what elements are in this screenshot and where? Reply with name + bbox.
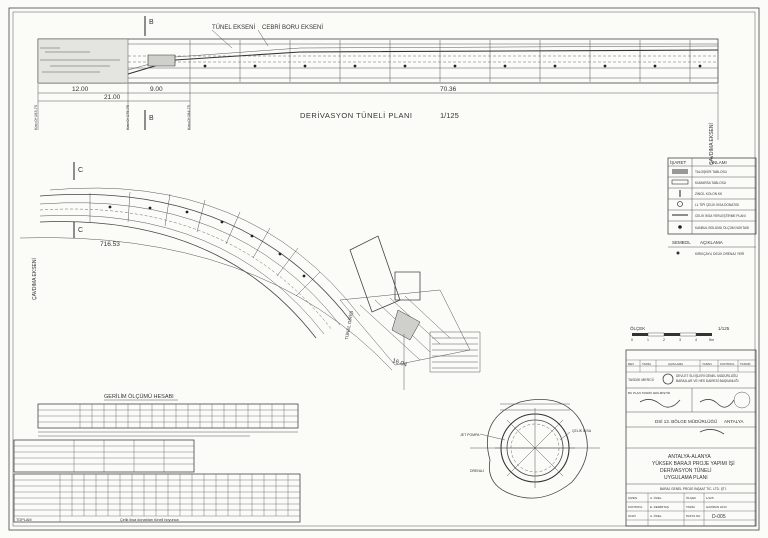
dim-21: 21.00 xyxy=(104,94,121,101)
dim-70: 70.36 xyxy=(440,86,457,93)
dim-curve: 716.53 xyxy=(100,241,120,248)
owner-label: TASDİK MERCİİ xyxy=(628,377,654,382)
legend-col-symbol2: SEMBOL xyxy=(672,240,691,245)
region-label: DSİ 13. BÖLGE MÜDÜRLÜĞÜ xyxy=(655,418,717,424)
dim-end: 16.04 xyxy=(391,358,408,369)
scale-tick-5: 5m xyxy=(709,338,714,342)
project-line-4: UYGULAMA PLANI xyxy=(664,475,708,481)
tb-scale-value: 1/125 xyxy=(706,496,714,500)
legend-col-symbol: İŞARET xyxy=(670,159,687,165)
tb-scale-label: ÖLÇEK xyxy=(686,496,696,500)
legend-row-3: ZİNCİL KOLON KK xyxy=(695,191,723,196)
section-b-top: B xyxy=(149,19,154,26)
tb-sheet-no: D-005 xyxy=(712,514,726,520)
checked-label: KONTROL xyxy=(628,505,643,509)
legend-row-6: KANBUL BÖLÜMÜ ÖLÇÜM NOKTASI xyxy=(695,226,749,230)
drawn-label: ÇİZEN xyxy=(628,495,637,500)
outer-frame xyxy=(8,7,760,531)
penstock-axis-label: CEBRİ BORU EKSENİ xyxy=(262,24,323,31)
rev-col-1: TARİH xyxy=(642,361,651,366)
approved-label: ONAY xyxy=(628,514,636,518)
tb-sheet-label: PAFTA NO xyxy=(686,514,701,518)
plan-title: DERİVASYON TÜNELİ PLANI xyxy=(300,111,413,120)
project-line-1: ANTALYA-ALANYA xyxy=(668,454,711,460)
legend-col-description: AÇIKLAMA xyxy=(700,240,723,245)
dsi-logo xyxy=(662,373,674,385)
legend-row2: KIRIKÇAYLI DELİK DRENAJ YERİ xyxy=(695,251,744,256)
rev-col-3: YAPAN xyxy=(702,362,712,366)
inner-frame xyxy=(12,11,756,527)
dim-9: 9.00 xyxy=(150,86,163,93)
legend-col-meaning: ANLAMI xyxy=(710,160,727,165)
tunnel-axis-label: TÜNEL EKSENİ xyxy=(212,24,255,31)
legend-row-2: KUMARSA TABLOSU xyxy=(695,181,727,185)
stress-table-title: GERİLİM ÖLÇÜMÜ HESABI xyxy=(104,393,174,400)
tb-date-value: HAZİRAN 2013 xyxy=(706,504,727,509)
section-c-top: C xyxy=(78,167,83,174)
tunnel-mouth-label: TÜNEL GİRİŞİ xyxy=(343,310,354,340)
tunnel-plan-top: TÜNEL EKSENİ CEBRİ BORU EKSENİ B B Km=0+… xyxy=(33,16,719,165)
notes-footer-right: Çelik iksa donatıları tüneli boyunca xyxy=(120,518,180,522)
river-axis-left: ÇAVDIMA EKSENİ xyxy=(31,258,38,300)
rev-col-0: REV xyxy=(628,362,634,366)
section-label-b: ÇELİK İKSA xyxy=(572,428,592,433)
scale-tick-2: 2 xyxy=(663,338,665,342)
scale-tick-1: 1 xyxy=(647,338,649,342)
signature-mark xyxy=(639,399,681,408)
tb-date-label: TARİH xyxy=(686,504,695,509)
plan-scale: 1/125 xyxy=(440,111,459,120)
scale-bar-label: ÖLÇEK xyxy=(630,325,645,331)
km-mid: Km=0+175.75 xyxy=(125,104,130,130)
project-line-3: DERİVASYON TÜNELİ xyxy=(660,467,712,474)
org-line-2: BARAJLAR VE HES DAİRESİ BAŞKANLIĞI xyxy=(676,378,739,383)
km-right: Km=0+184.75 xyxy=(186,104,191,130)
notes-footer-left: TOPLAM xyxy=(16,518,32,522)
seal-stamp xyxy=(733,391,751,409)
section-b-bottom: B xyxy=(149,115,154,122)
legend-row-5: CELİK İKSA YERLEŞTİRME PLANI xyxy=(695,213,746,218)
rev-col-5: TASDİK xyxy=(740,361,751,366)
company-label: BARAJ GENEL PROJE İNŞAAT TİC. LTD. ŞTİ. xyxy=(660,486,727,491)
approved-by: A. ÖZEL xyxy=(650,514,662,518)
title-block: REV TARİH AÇIKLAMA YAPAN KONTROL TASDİK … xyxy=(625,349,757,527)
scale-bar: ÖLÇEK 1/125 0 1 2 3 4 5m xyxy=(630,325,730,342)
tunnel-outline xyxy=(37,38,719,84)
scale-tick-4: 4 xyxy=(695,338,697,342)
notes-table: TOPLAM Çelik iksa donatıları tüneli boyu… xyxy=(13,439,301,523)
drawn-by: A. ÖZEL xyxy=(650,496,662,500)
section-label-c: DRENAJ xyxy=(470,469,484,473)
scale-tick-0: 0 xyxy=(631,338,633,342)
legend: İŞARET ANLAMI TALOŞKİRİ TABLOSU KUMARSA … xyxy=(667,157,757,256)
legend-row-4: L1 TİPİ ÇELİK İKSA DONATISI xyxy=(695,202,739,207)
rev-col-4: KONTROL xyxy=(720,362,735,366)
owner-stamp-text: BU PLAN TASDİK EDİLMİŞTİR xyxy=(628,390,671,395)
section-label-a: JET POMPA xyxy=(460,433,480,437)
scale-bar-ratio: 1/125 xyxy=(718,326,730,331)
project-line-2: YÜKSEK BARAJI PROJE YAPIMI İŞİ xyxy=(652,460,735,467)
km-left: Km=0+163.75 xyxy=(33,104,38,130)
org-line-1: DEVLET SU İŞLERİ GENEL MÜDÜRLÜĞÜ xyxy=(676,373,739,378)
rev-col-2: AÇIKLAMA xyxy=(668,362,683,366)
stress-table: GERİLİM ÖLÇÜMÜ HESABI xyxy=(37,393,299,437)
legend-row-1: TALOŞKİRİ TABLOSU xyxy=(695,169,728,174)
river-axis-top: ÇAVDIMA EKSENİ xyxy=(708,123,715,165)
tunnel-cross-section: JET POMPA ÇELİK İKSA DRENAJ xyxy=(460,399,600,499)
city-label: ANTALYA xyxy=(724,419,744,424)
checked-by: E. DEMİRTAŞ xyxy=(650,504,669,509)
dim-12: 12.00 xyxy=(72,86,89,93)
section-c-bottom: C xyxy=(78,227,83,234)
scale-tick-3: 3 xyxy=(679,338,681,342)
tunnel-plan-curved: C C 716.53 ÇAVDIMA EKSENİ xyxy=(19,162,481,390)
